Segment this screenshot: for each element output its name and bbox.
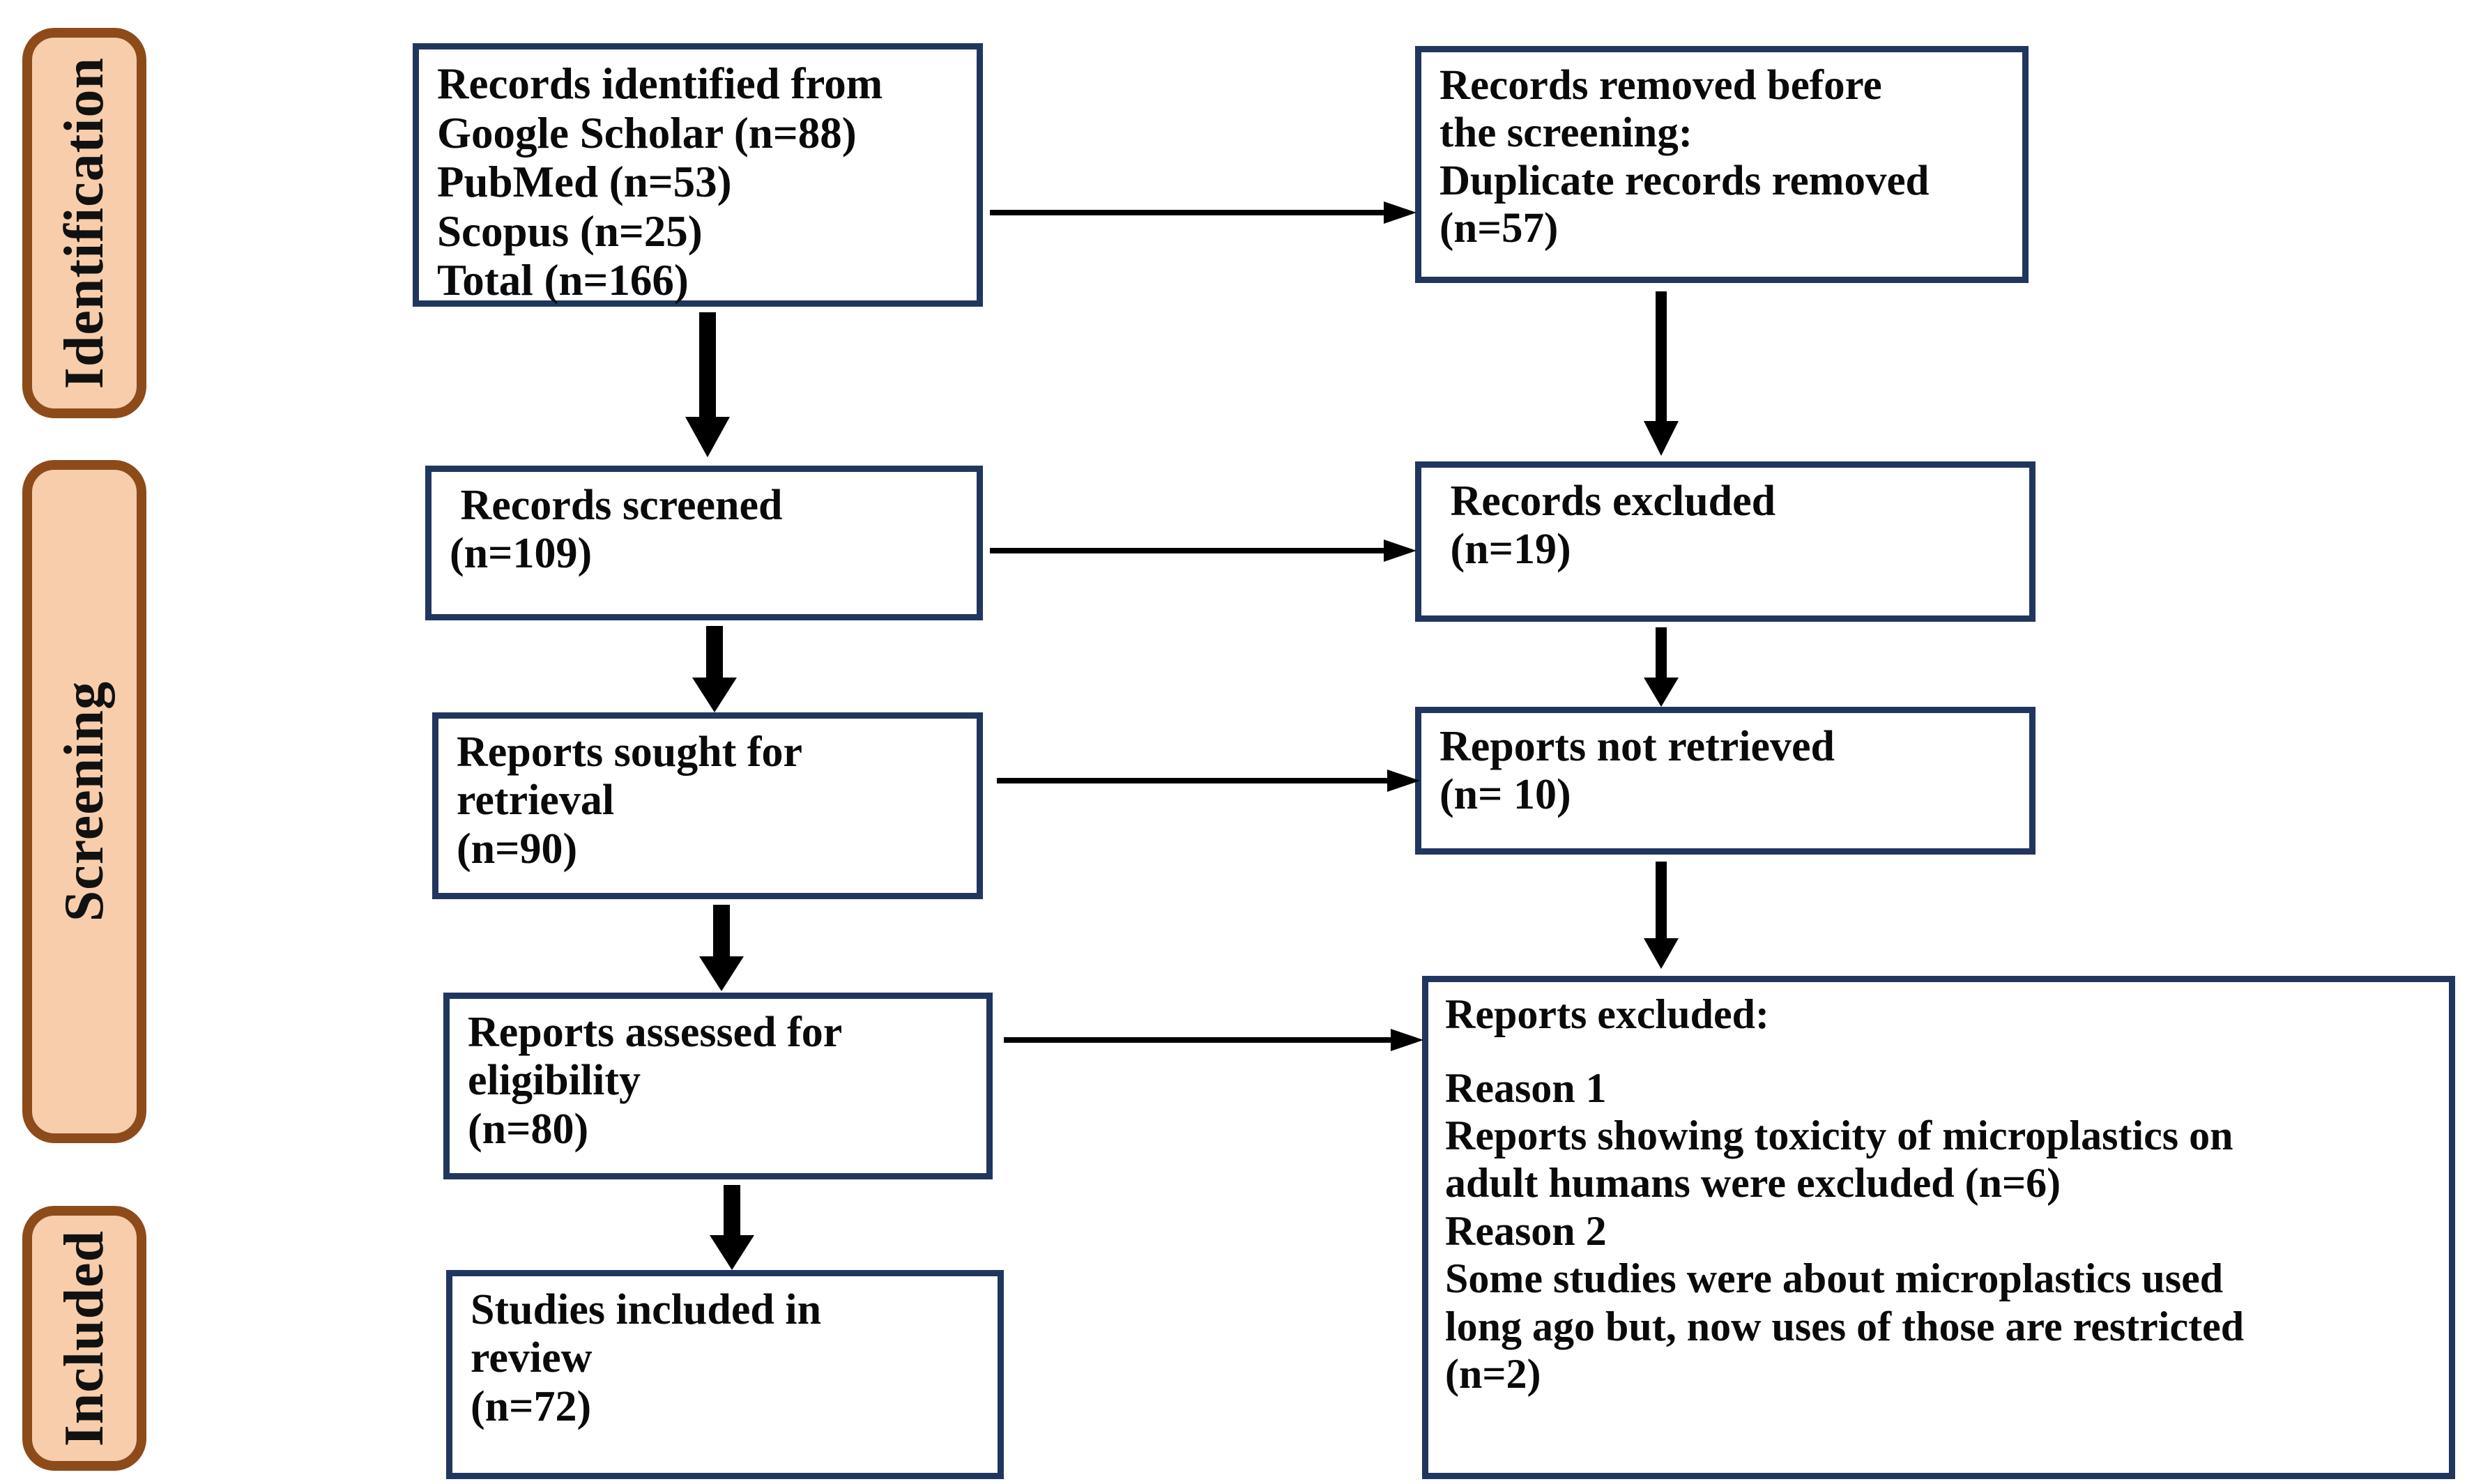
reason-1-line: Reports showing toxicity of microplastic… [1445,1112,2233,1158]
box-line: Reports not retrieved [1439,723,1835,770]
box-records-identified: Records identified from Google Scholar (… [413,43,983,307]
arrow-sought-to-not-retrieved [997,760,1426,802]
box-line: (n=19) [1439,526,1571,574]
box-records-removed: Records removed before the screening: Du… [1415,46,2029,283]
box-line: (n=57) [1439,204,1559,252]
box-line: Reports sought for [457,728,802,776]
box-line: Total (n=166) [437,256,689,305]
spacer [1445,1038,2435,1064]
phase-label-screening: Screening [22,460,146,1143]
box-line: the screening: [1439,109,1693,157]
arrow-screened-to-sought [687,626,742,715]
box-line: Studies included in [471,1286,822,1333]
phase-label-included: Included [22,1206,146,1471]
box-studies-included: Studies included in review (n=72) [446,1270,1004,1479]
box-line: retrieval [457,777,615,825]
arrow-assessed-to-reports-excluded [1004,1019,1429,1061]
box-line: eligibility [468,1057,641,1105]
reason-1-line: adult humans were excluded (n=6) [1445,1160,2061,1207]
arrow-excluded-to-not-retrieved [1638,627,1684,710]
box-line: Records removed before [1439,62,1882,109]
phase-label-identification-text: Identification [54,56,115,390]
reason-2-line: Some studies were about microplastics us… [1445,1255,2224,1302]
arrow-screened-to-excluded [990,530,1422,572]
box-line: (n=80) [468,1105,589,1153]
box-line: Reports assessed for [468,1009,843,1056]
arrow-assessed-to-included [704,1185,760,1273]
box-records-screened: Records screened (n=109) [425,466,983,620]
arrow-sought-to-assessed [694,905,749,994]
box-line: Records screened [450,482,783,529]
box-line: Records identified from [437,59,883,108]
box-line: PubMed (n=53) [437,158,732,207]
box-line: (n= 10) [1439,771,1571,819]
reason-2-line: long ago but, now uses of those are rest… [1445,1303,2245,1349]
phase-label-identification: Identification [22,28,146,418]
box-line: (n=90) [457,825,578,873]
phase-label-screening-text: Screening [54,681,115,922]
box-line: Google Scholar (n=88) [437,108,857,158]
phase-label-included-text: Included [54,1230,115,1447]
reports-excluded-heading: Reports excluded: [1445,991,1769,1037]
box-line: (n=72) [471,1382,592,1430]
reason-1-label: Reason 1 [1445,1064,1607,1111]
box-reports-excluded-detail: Reports excluded: Reason 1 Reports showi… [1422,976,2455,1479]
arrow-identified-to-screened [680,312,735,460]
arrow-identified-to-removed [990,192,1422,234]
box-reports-assessed: Reports assessed for eligibility (n=80) [443,993,993,1179]
box-records-excluded: Records excluded (n=19) [1415,461,2036,622]
box-reports-not-retrieved: Reports not retrieved (n= 10) [1415,707,2036,855]
reason-2-line: (n=2) [1445,1350,1541,1397]
box-line: review [471,1334,593,1382]
arrow-removed-to-excluded [1638,291,1684,459]
arrow-not-retrieved-to-reports-excluded [1638,862,1684,972]
reason-2-label: Reason 2 [1445,1207,1607,1254]
box-reports-sought: Reports sought for retrieval (n=90) [432,712,983,899]
box-line: Duplicate records removed [1439,157,1930,204]
box-line: Records excluded [1439,477,1776,525]
box-line: Scopus (n=25) [437,206,703,256]
box-line: (n=109) [450,530,593,578]
